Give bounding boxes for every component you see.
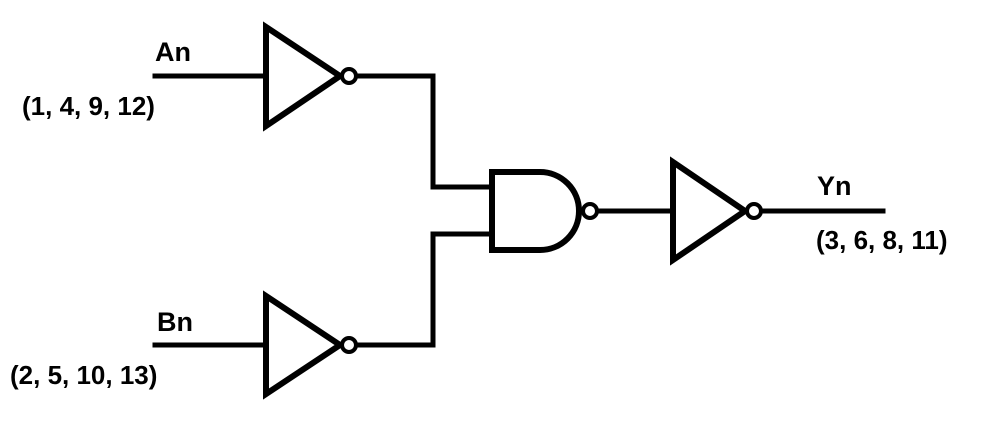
nand-gate-body [489,169,582,253]
nand-gate [489,169,599,253]
inverter-b [263,290,358,400]
input-b-pins: (2, 5, 10, 13) [10,360,157,390]
inverter-output-body [670,156,751,266]
input-b-label: Bn [157,307,193,337]
output-y-label: Yn [817,171,852,201]
wire-inverter-a-to-nand [355,73,495,190]
inverter-output-bubble [745,202,763,220]
wire-inverter-b-to-nand [355,231,495,348]
output-y-pins: (3, 6, 8, 11) [816,225,948,255]
inverter-a [263,21,358,132]
inverter-output [670,156,763,266]
inverter-a-bubble [340,67,358,85]
inverter-b-bubble [340,336,358,354]
nand-gate-bubble [581,202,599,220]
input-a-label: An [155,37,191,67]
inverter-a-body [263,21,346,132]
inverter-b-body [263,290,346,400]
input-a-pins: (1, 4, 9, 12) [22,91,155,121]
